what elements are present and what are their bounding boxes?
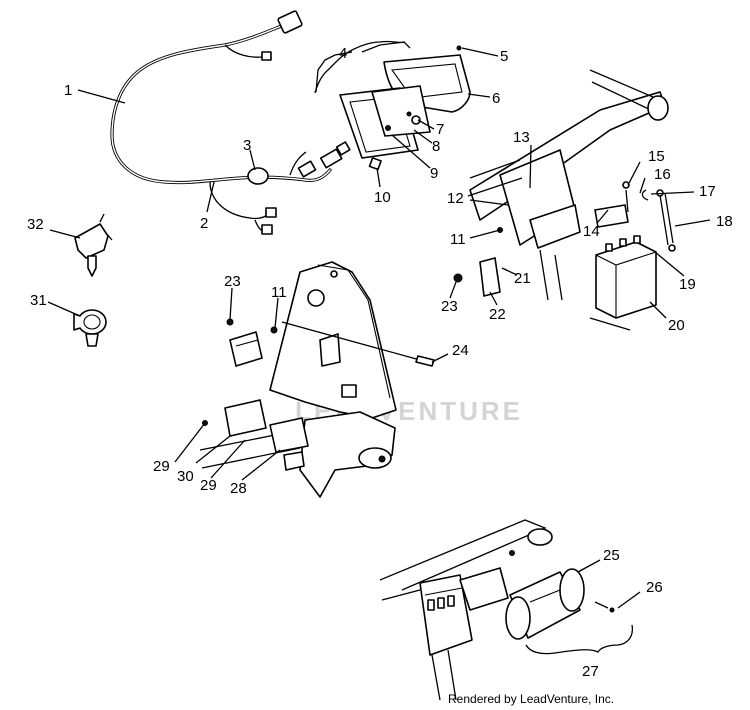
callout-14: 14 (583, 223, 600, 240)
battery (589, 181, 676, 331)
callout-10: 10 (374, 189, 391, 206)
callout-11-bulkhead: 11 (271, 284, 287, 301)
callout-21: 21 (514, 270, 531, 287)
callout-6: 6 (492, 90, 500, 107)
rear-frame (453, 69, 669, 301)
bulkhead-panel (199, 261, 435, 498)
callout-29-left: 29 (153, 458, 170, 475)
callout-7: 7 (436, 121, 444, 138)
callout-3: 3 (243, 137, 251, 154)
callout-31: 31 (30, 292, 47, 309)
callout-22: 22 (489, 306, 506, 323)
callout-25: 25 (603, 547, 620, 564)
callout-20: 20 (668, 317, 685, 334)
leader-lines (47, 41, 711, 655)
callout-17: 17 (699, 183, 716, 200)
callout-11-frame: 11 (450, 231, 466, 248)
wiring-harness (110, 10, 351, 235)
callout-15: 15 (648, 148, 665, 165)
callout-29-lower: 29 (200, 477, 217, 494)
callout-1: 1 (64, 82, 72, 99)
callout-28: 28 (230, 480, 247, 497)
callout-8: 8 (432, 138, 440, 155)
footer-credit: Rendered by LeadVenture, Inc. (448, 692, 615, 706)
callout-30: 30 (177, 468, 194, 485)
callout-16: 16 (654, 166, 671, 183)
callout-13: 13 (513, 129, 530, 146)
left-parts (73, 213, 113, 347)
callout-19: 19 (679, 276, 696, 293)
callout-2: 2 (200, 215, 208, 232)
starter-motor-area (379, 519, 615, 701)
callout-18: 18 (716, 213, 733, 230)
callout-26: 26 (646, 579, 663, 596)
callout-9: 9 (430, 165, 438, 182)
callout-labels: 1 2 3 4 5 6 7 8 9 10 11 11 12 13 14 15 1… (27, 45, 733, 680)
callout-32: 32 (27, 216, 44, 233)
callout-23-bulkhead: 23 (224, 273, 241, 290)
callout-24: 24 (452, 342, 469, 359)
callout-12: 12 (447, 190, 464, 207)
callout-5: 5 (500, 48, 508, 65)
callout-23-frame: 23 (441, 298, 458, 315)
callout-27: 27 (582, 663, 599, 680)
callout-4: 4 (339, 45, 347, 62)
